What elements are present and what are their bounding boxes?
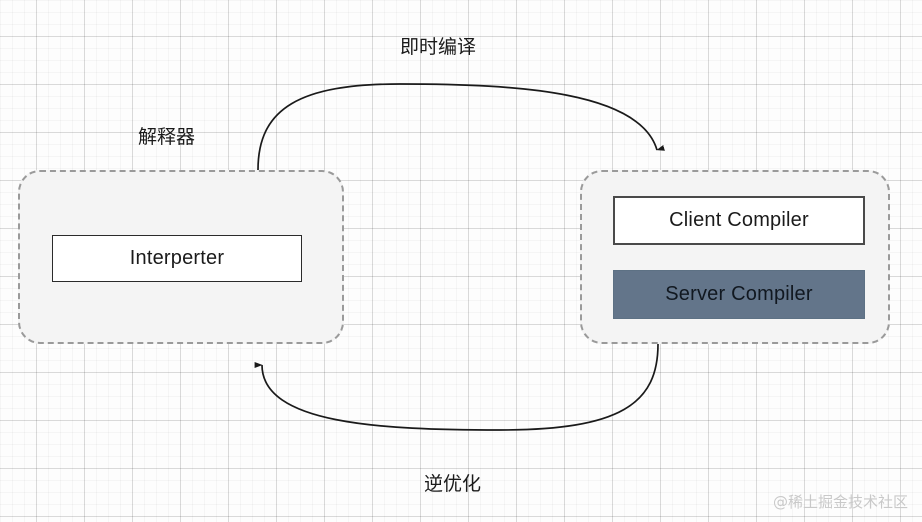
edge-label-deoptimization: 逆优化 (424, 473, 482, 495)
edge-jit-path (257, 83, 665, 171)
node-server-compiler[interactable]: Server Compiler (613, 270, 865, 319)
node-interperter[interactable]: Interperter (52, 235, 302, 282)
watermark: @稀土掘金技术社区 (772, 493, 908, 511)
node-client-compiler[interactable]: Client Compiler (613, 196, 865, 245)
edge-label-jit-compilation: 即时编译 (400, 36, 477, 58)
edge-deopt-path (254, 343, 659, 431)
group-label-interpreter: 解释器 (138, 126, 196, 148)
